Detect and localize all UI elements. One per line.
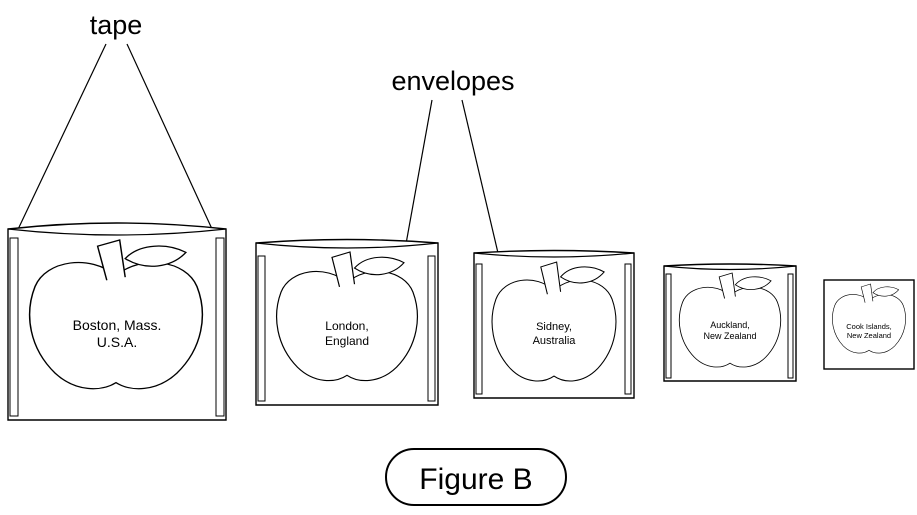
envelope-address-line2: U.S.A. bbox=[97, 334, 137, 350]
envelopes-pointer-left bbox=[401, 99, 433, 267]
caption-text: Figure B bbox=[419, 463, 532, 496]
tape-pointer-right bbox=[126, 43, 219, 243]
tape-strip-right bbox=[624, 263, 632, 395]
tape-strip-left bbox=[665, 273, 672, 379]
tape-label: tape bbox=[90, 10, 143, 40]
tape-strip-right bbox=[215, 237, 225, 417]
envelope-cook-islands: Cook Islands, New Zealand bbox=[823, 279, 915, 370]
envelope-address-line1: Sidney, bbox=[536, 321, 572, 333]
caption-rounded-frame bbox=[385, 448, 567, 506]
envelope-address-line2: England bbox=[325, 334, 369, 348]
tape-strip-left bbox=[9, 237, 19, 417]
envelopes-label: envelopes bbox=[391, 66, 514, 96]
tape-strip-right bbox=[787, 273, 794, 379]
envelope-address-line2: Australia bbox=[533, 335, 577, 347]
envelope-boston: Boston, Mass. U.S.A. bbox=[7, 222, 227, 421]
tape-strip-left bbox=[257, 255, 266, 402]
envelope-address-line2: New Zealand bbox=[703, 331, 756, 341]
envelope-sidney: Sidney, Australia bbox=[473, 249, 635, 399]
envelope-address-line1: London, bbox=[325, 319, 368, 333]
tape-pointer-left bbox=[11, 43, 107, 243]
envelope-london: London, England bbox=[255, 238, 439, 406]
envelope-address-line1: Auckland, bbox=[710, 320, 750, 330]
envelope-address-line1: Boston, Mass. bbox=[73, 317, 162, 333]
envelopes-pointer-right bbox=[461, 99, 503, 271]
figure-caption: Figure B bbox=[385, 448, 567, 506]
envelope-auckland: Auckland, New Zealand bbox=[663, 263, 797, 382]
tape-strip-right bbox=[427, 255, 436, 402]
tape-strip-left bbox=[475, 263, 483, 395]
envelope-address-line2: New Zealand bbox=[847, 331, 891, 340]
envelope-address-line1: Cook Islands, bbox=[846, 322, 891, 331]
